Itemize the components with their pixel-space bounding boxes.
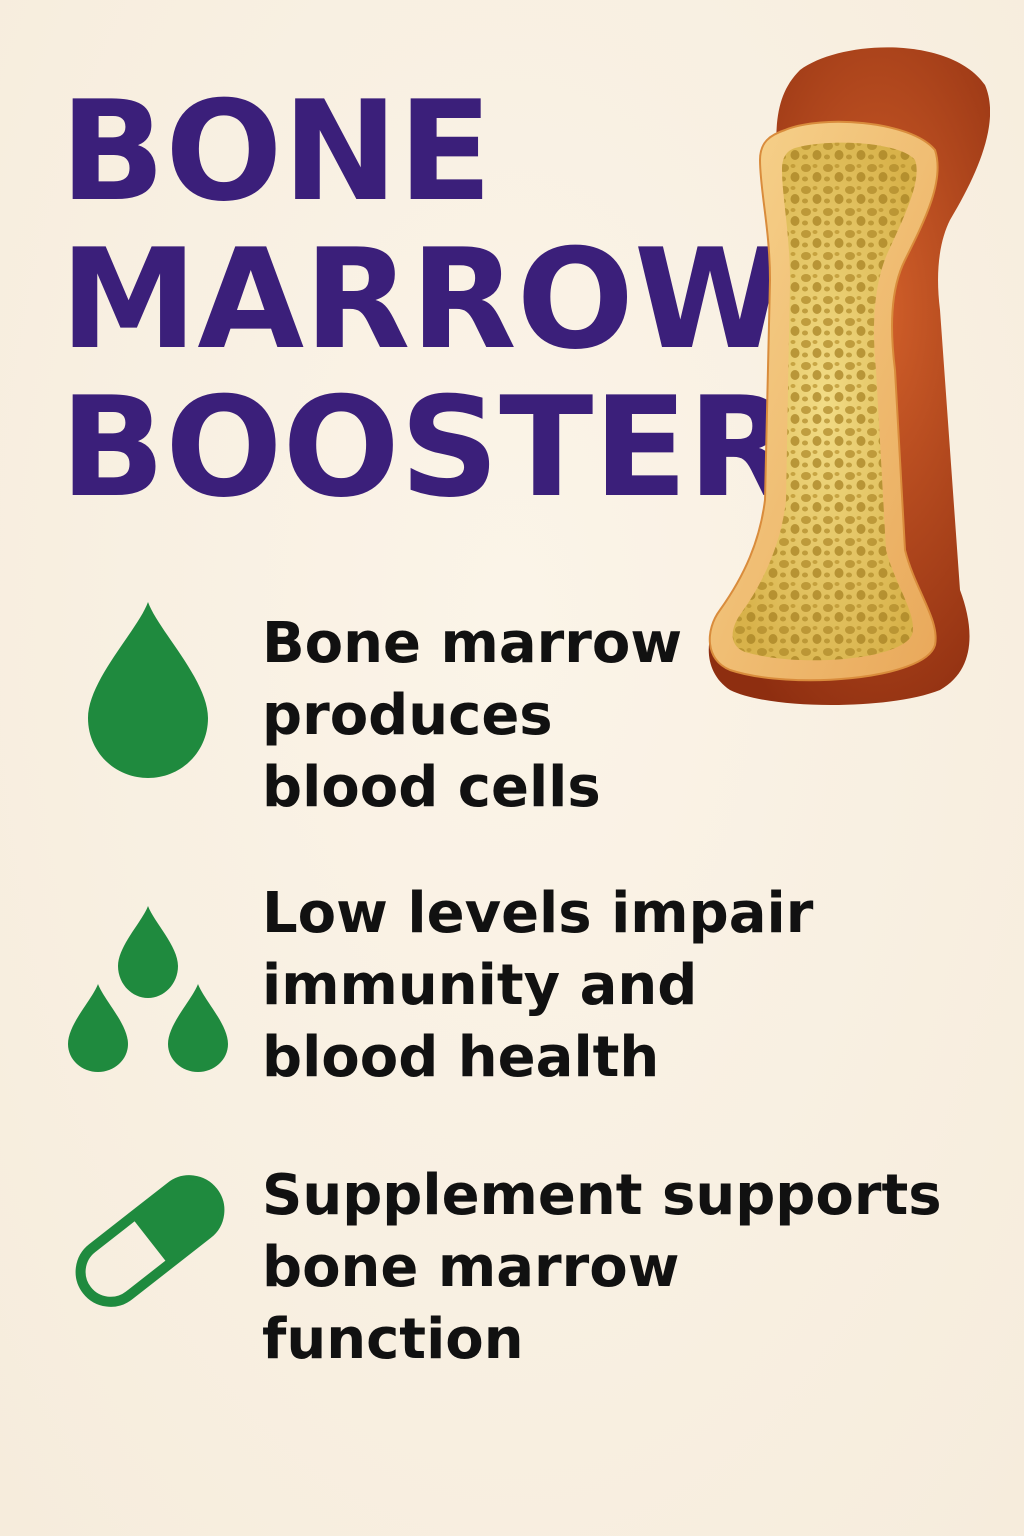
title-line-3: BOOSTER: [60, 367, 794, 528]
benefit-2-line-2: immunity and: [262, 953, 698, 1018]
three-drops-icon: [68, 906, 228, 1072]
benefit-text-1: Bone marrow produces blood cells: [262, 608, 982, 824]
benefit-1-line-3: blood cells: [262, 755, 601, 820]
benefit-3-line-2: bone marrow: [262, 1235, 680, 1300]
benefit-2-line-3: blood health: [262, 1025, 660, 1090]
benefit-3-line-3: function: [262, 1307, 524, 1372]
bone-cross-section-illustration: [708, 47, 990, 705]
benefit-1-line-1: Bone marrow: [262, 611, 683, 676]
drop-icon: [88, 602, 208, 778]
benefit-3-line-1: Supplement supports: [262, 1163, 942, 1228]
benefit-text-3: Supplement supports bone marrow function: [262, 1160, 982, 1376]
benefit-1-line-2: produces: [262, 683, 553, 748]
page-title: BONE MARROW BOOSTER: [60, 78, 794, 522]
benefit-text-2: Low levels impair immunity and blood hea…: [262, 878, 982, 1094]
title-line-2: MARROW: [60, 219, 787, 380]
benefit-2-line-1: Low levels impair: [262, 881, 814, 946]
capsule-icon: [75, 1175, 225, 1307]
title-line-1: BONE: [60, 71, 493, 232]
